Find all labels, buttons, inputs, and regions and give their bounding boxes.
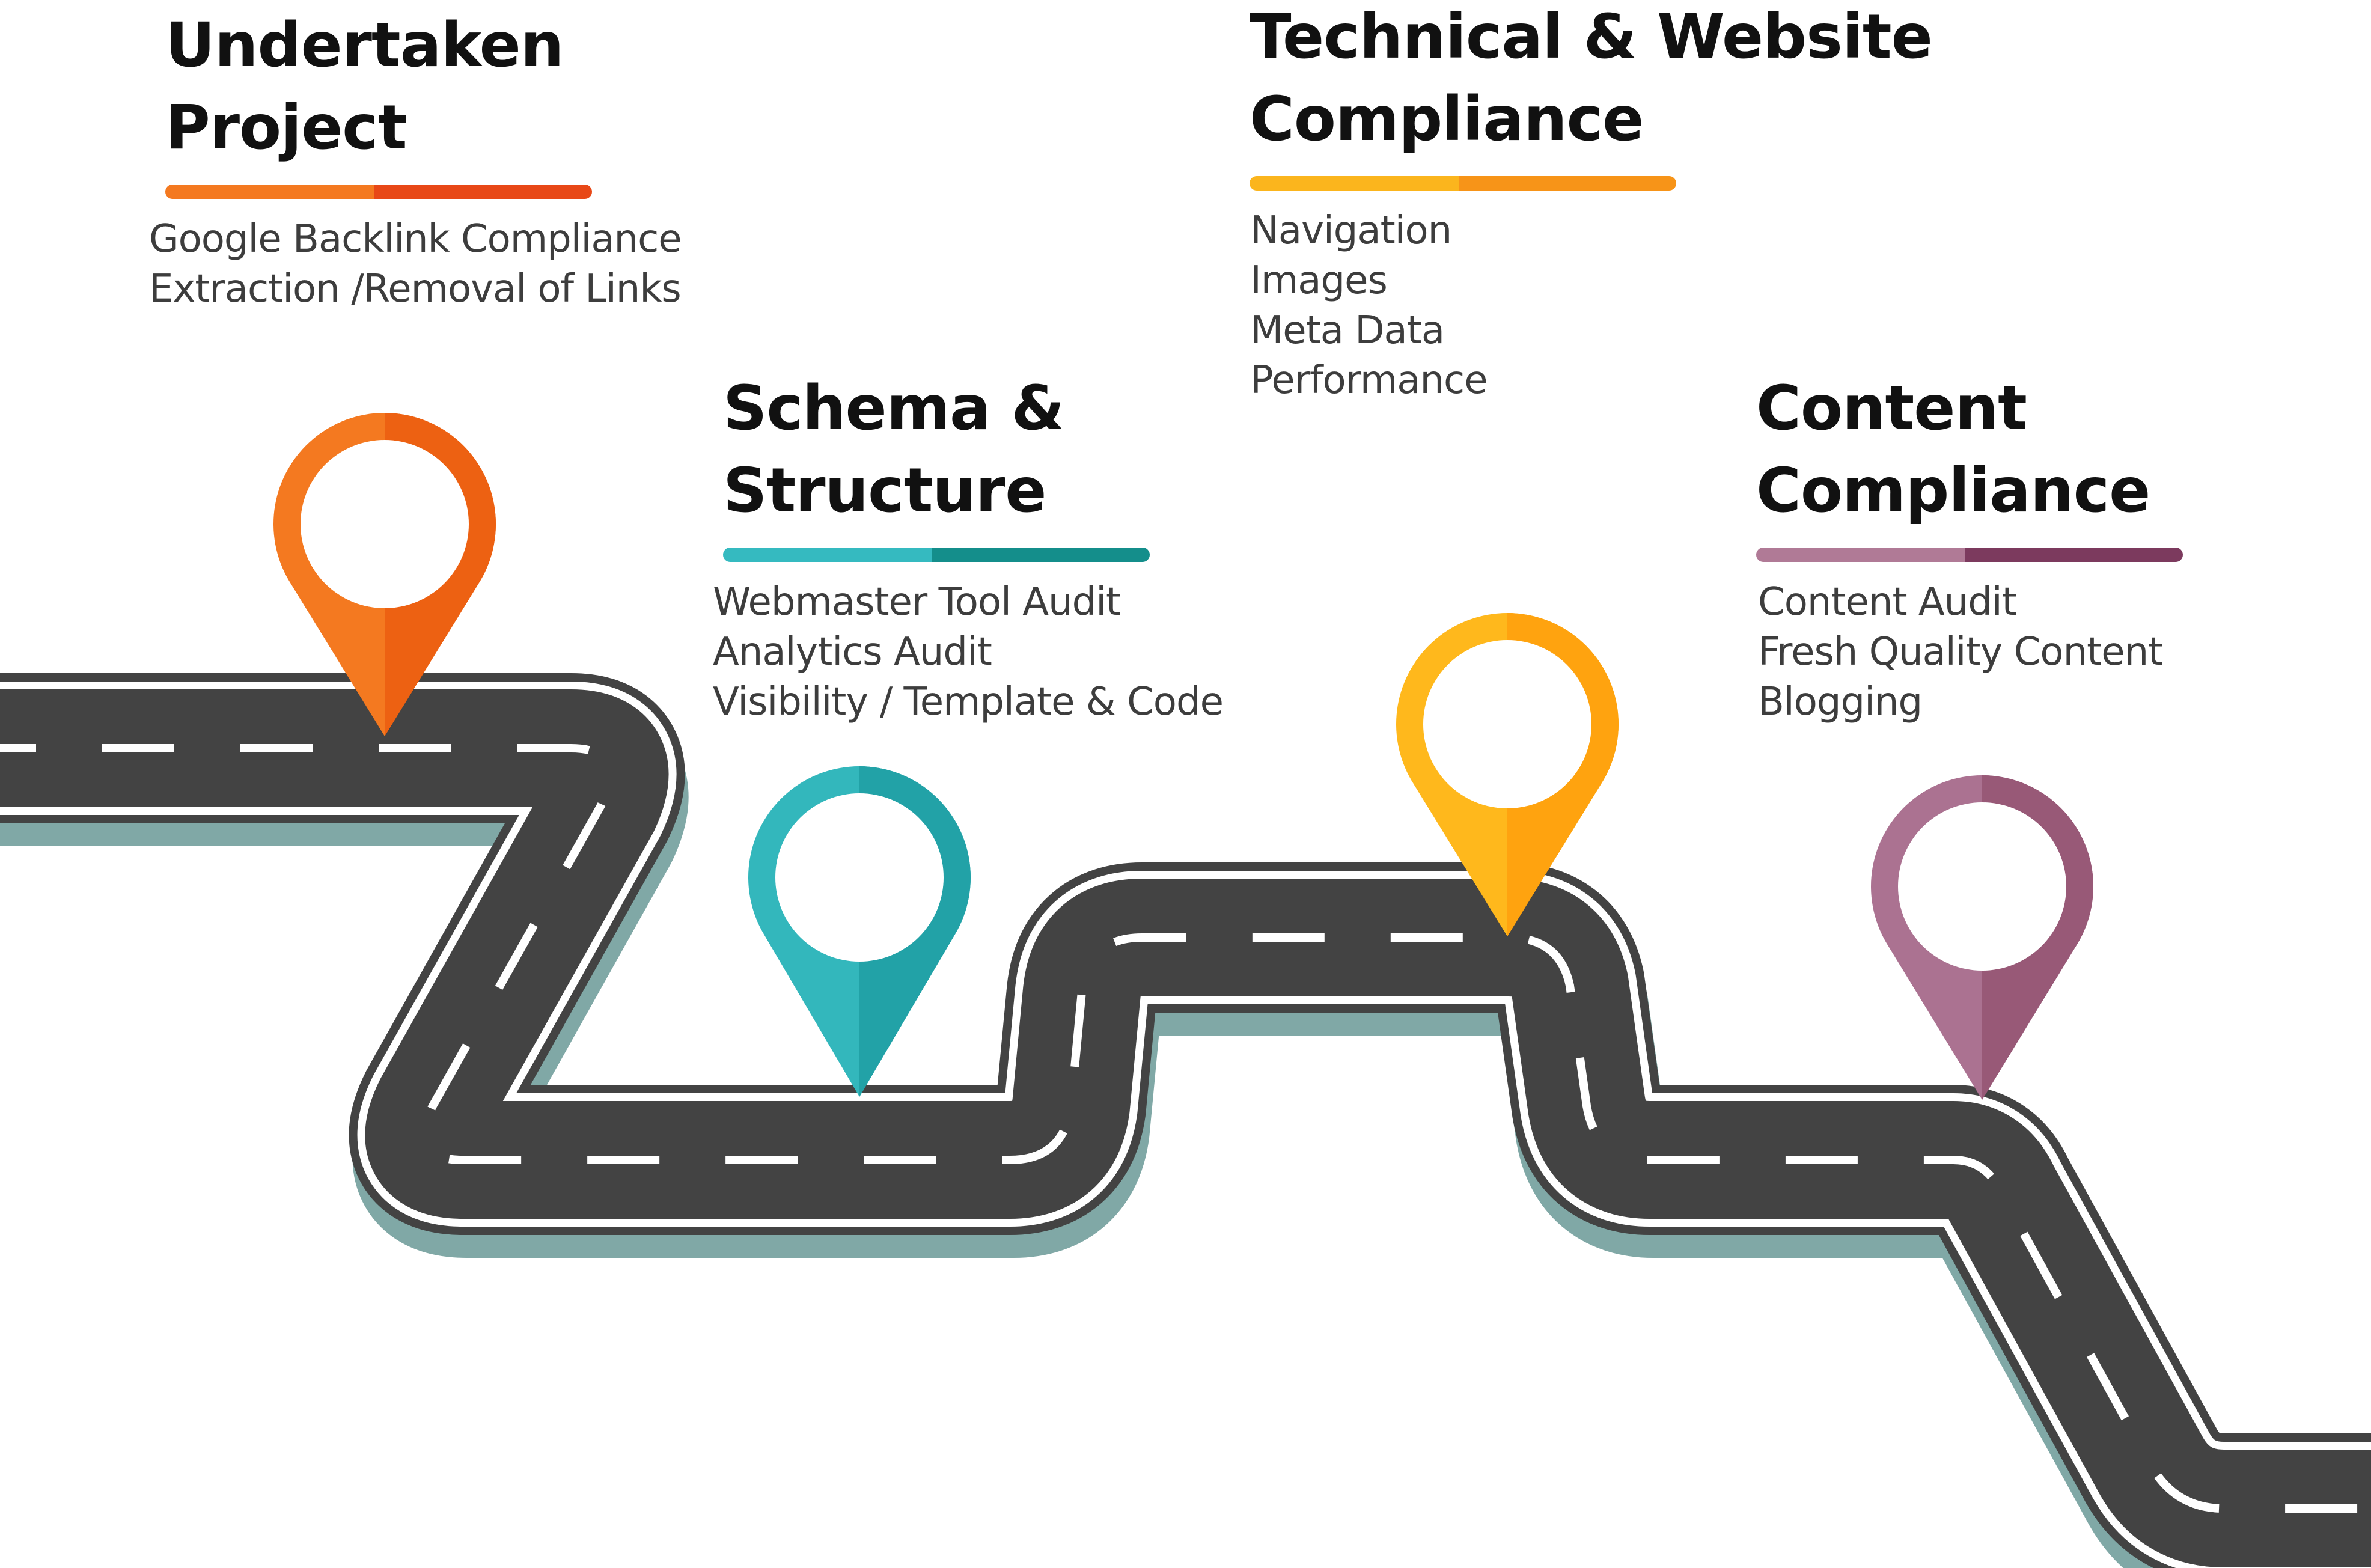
underline-segment-light xyxy=(723,548,936,563)
milestone-item-list: Navigation Images Meta Data Performance xyxy=(1250,206,1932,406)
list-item: Analytics Audit xyxy=(713,630,992,675)
winding-road xyxy=(0,673,2371,1568)
orange-pin-icon xyxy=(273,413,496,736)
milestone-item-list: Google Backlink Compliance Extraction /R… xyxy=(149,215,682,314)
milestone-item-list: Content Audit Fresh Quality Content Blog… xyxy=(1758,578,2183,727)
purple-pin-icon xyxy=(1870,775,2093,1100)
underline-segment-light xyxy=(1250,176,1463,191)
pin-shade xyxy=(859,766,971,1097)
list-item: Content Audit xyxy=(1758,580,2017,625)
road-white-border xyxy=(0,682,2371,1568)
milestone-schema-structure: Schema & Structure Webmaster Tool Audit … xyxy=(713,368,1224,727)
milestone-item-list: Webmaster Tool Audit Analytics Audit Vis… xyxy=(713,578,1224,727)
pin-hole xyxy=(301,440,469,608)
pin-hole xyxy=(775,793,944,962)
teal-pin-icon xyxy=(748,766,971,1097)
list-item: Performance xyxy=(1250,358,1488,403)
milestone-technical-website-compliance: Technical & Website Compliance Navigatio… xyxy=(1250,0,1933,406)
pin-hole xyxy=(1898,802,2066,971)
underline-segment-light xyxy=(1756,548,1970,563)
pin-shade xyxy=(385,413,496,736)
pin-body xyxy=(1396,613,1619,936)
road-shadow xyxy=(0,696,2371,1568)
milestone-title: Schema & Structure xyxy=(723,373,1064,526)
road-outer-edge xyxy=(0,673,2371,1568)
underline-segment-dark xyxy=(1458,176,1676,191)
underline-segment-light xyxy=(165,185,379,200)
pin-body xyxy=(748,766,971,1097)
list-item: Webmaster Tool Audit xyxy=(713,580,1121,625)
pin-shade xyxy=(1982,775,2093,1100)
milestone-title: Undertaken Project xyxy=(165,10,564,163)
road-center-dashes xyxy=(0,744,2371,1513)
list-item: Google Backlink Compliance xyxy=(149,217,682,262)
pin-body xyxy=(1870,775,2093,1100)
milestone-undertaken-project: Undertaken Project Google Backlink Compl… xyxy=(149,5,682,314)
pin-body xyxy=(273,413,496,736)
pin-hole xyxy=(1423,640,1591,808)
list-item: Extraction /Removal of Links xyxy=(149,267,682,312)
list-item: Images xyxy=(1250,258,1388,304)
list-item: Visibility / Template & Code xyxy=(713,680,1224,725)
milestone-content-compliance: Content Compliance Content Audit Fresh Q… xyxy=(1756,368,2183,727)
milestone-underline xyxy=(723,548,1150,563)
underline-segment-dark xyxy=(932,548,1150,563)
milestone-underline xyxy=(165,185,592,200)
list-item: Fresh Quality Content xyxy=(1758,630,2163,675)
pin-shade xyxy=(1507,613,1619,936)
list-item: Blogging xyxy=(1758,680,1923,725)
list-item: Meta Data xyxy=(1250,308,1445,353)
milestone-title: Content Compliance xyxy=(1756,373,2150,526)
milestone-underline xyxy=(1756,548,2183,563)
yellow-pin-icon xyxy=(1396,613,1619,936)
underline-segment-dark xyxy=(374,185,592,200)
milestone-title: Technical & Website Compliance xyxy=(1250,1,1933,155)
milestone-underline xyxy=(1250,176,1676,191)
underline-segment-dark xyxy=(1965,548,2183,563)
road-surface xyxy=(0,689,2371,1567)
list-item: Navigation xyxy=(1250,209,1452,254)
